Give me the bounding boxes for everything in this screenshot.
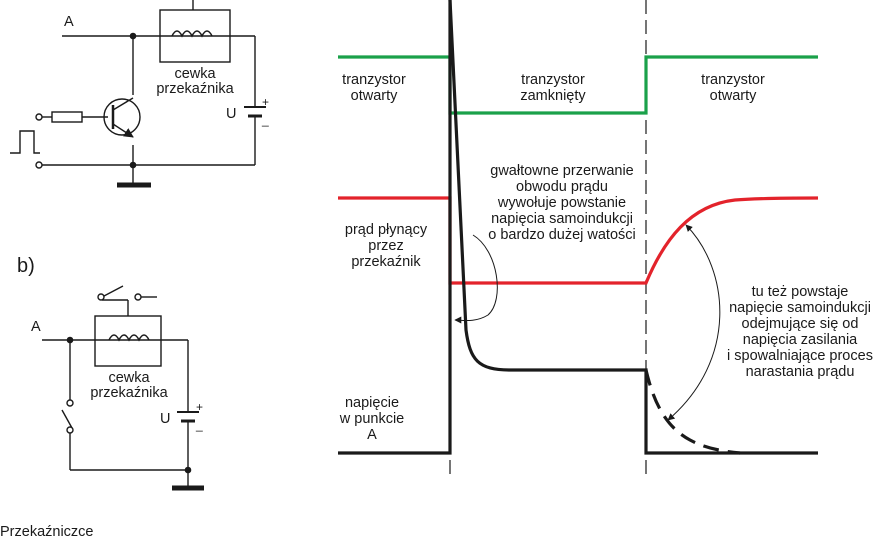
transistor-a-emitter xyxy=(112,123,134,138)
switch-left-contact-1 xyxy=(66,399,74,407)
circuit-a-plus: + xyxy=(262,95,270,109)
circuit-b xyxy=(42,285,204,491)
relay-current-trace xyxy=(338,196,819,285)
circuit-b-plus: + xyxy=(196,400,204,414)
label-transistor-open-right-2: otwarty xyxy=(709,88,757,104)
terminal-a-in-2 xyxy=(35,161,43,169)
annotation-interrupt-5: o bardzo dużej watości xyxy=(488,227,636,243)
circuit-b-minus: _ xyxy=(196,418,203,432)
annotation-arrow-interrupt xyxy=(454,234,498,324)
voltage-trace-main xyxy=(448,0,818,455)
label-transistor-open-left-2: otwarty xyxy=(350,88,398,104)
annotation-interrupt-3: wywołuje powstanie xyxy=(497,195,627,211)
annotation-reverse-5: i spowalniające proces xyxy=(727,348,873,364)
coil-symbol-b xyxy=(108,334,150,342)
switch-top-lever xyxy=(103,285,124,297)
base-resistor-a xyxy=(51,111,83,123)
circuit-a-node-label: A xyxy=(64,14,74,30)
junction-b-1 xyxy=(66,336,74,344)
label-transistor-open-right-1: tranzystor xyxy=(701,72,765,88)
transistor-a-collector xyxy=(112,97,134,111)
coil-box-b xyxy=(94,315,162,367)
annotation-reverse-4: napięcia zasilania xyxy=(742,332,858,348)
circuit-a-supply-label: U xyxy=(226,106,237,122)
circuit-b-title: b) xyxy=(17,255,35,277)
label-current-3: przekaźnik xyxy=(351,254,421,270)
annotation-arrow-reverse xyxy=(667,224,721,421)
circuit-a-coil-label-2: przekaźnika xyxy=(156,81,234,97)
circuit-b-node-label: A xyxy=(31,319,41,335)
terminal-a-in-1 xyxy=(35,113,43,121)
label-transistor-closed-1: tranzystor xyxy=(521,72,585,88)
switch-left-lever xyxy=(61,409,73,429)
switch-top-contact-2 xyxy=(134,293,142,301)
junction-a-1 xyxy=(129,32,137,40)
transistor-state-trace xyxy=(338,55,818,115)
annotation-reverse-3: odejmujące się od xyxy=(741,316,859,332)
switch-top-contact-1 xyxy=(97,293,105,301)
circuit-b-coil-label-1: cewka xyxy=(108,370,150,386)
footer-caption: Przekaźniczce xyxy=(0,524,94,540)
annotation-interrupt-2: obwodu prądu xyxy=(516,179,608,195)
circuit-b-coil-label-2: przekaźnika xyxy=(90,385,168,401)
voltage-trace-dip xyxy=(644,369,741,455)
label-transistor-closed-2: zamknięty xyxy=(520,88,586,104)
label-voltage-2: w punkcie xyxy=(339,411,405,427)
voltage-trace-rise xyxy=(338,0,452,455)
pulse-icon xyxy=(10,130,40,154)
coil-box-a xyxy=(159,9,231,63)
circuit-b-supply-label: U xyxy=(160,411,171,427)
annotation-interrupt-1: gwałtowne przerwanie xyxy=(490,163,634,179)
label-current-2: przez xyxy=(368,238,404,254)
coil-symbol-a xyxy=(171,30,213,38)
junction-b-2 xyxy=(184,466,192,474)
label-current-1: prąd płynący xyxy=(344,222,428,238)
timing-diagram xyxy=(338,0,819,478)
switch-left-contact-2 xyxy=(66,426,74,434)
label-transistor-open-left-1: tranzystor xyxy=(342,72,406,88)
junction-a-2 xyxy=(129,161,137,169)
circuit-a xyxy=(10,0,266,188)
circuit-a-minus: _ xyxy=(262,113,269,127)
label-voltage-3: A xyxy=(367,427,377,443)
annotation-interrupt-4: napięcia samoindukcji xyxy=(491,211,633,227)
circuit-a-coil-label-1: cewka xyxy=(174,66,216,82)
annotation-reverse-1: tu też powstaje xyxy=(751,284,849,300)
label-voltage-1: napięcie xyxy=(344,395,400,411)
annotation-reverse-6: narastania prądu xyxy=(745,364,855,380)
transistor-a-body xyxy=(103,98,141,136)
annotation-reverse-2: napięcie samoindukcji xyxy=(729,300,871,316)
